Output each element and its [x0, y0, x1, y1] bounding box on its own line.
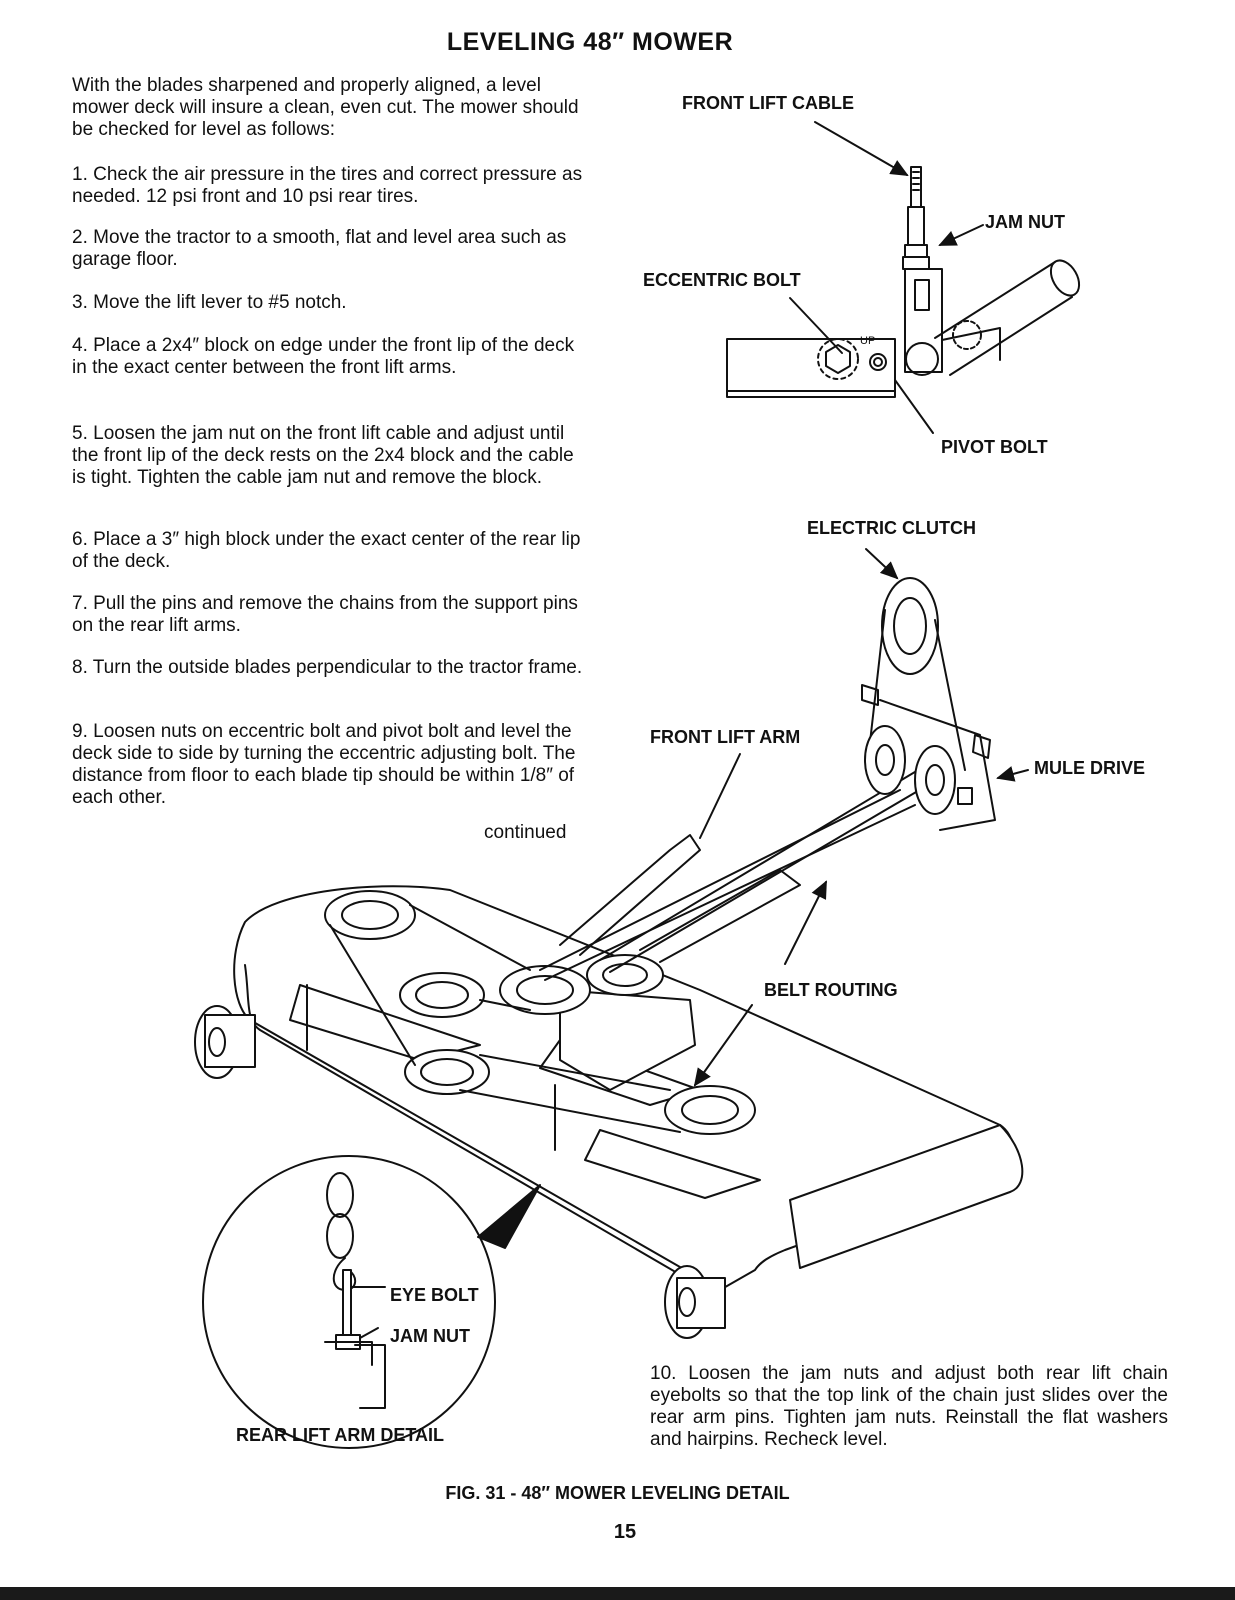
scan-edge-bar — [0, 1587, 1235, 1600]
label-front-lift-arm: FRONT LIFT ARM — [650, 727, 801, 747]
step-6: 6. Place a 3″ high block under the exact… — [72, 529, 581, 572]
continued-note: continued — [484, 822, 567, 843]
step-10: 10. Loosen the jam nuts and adjust both … — [650, 1363, 1168, 1450]
label-mule-drive: MULE DRIVE — [1034, 758, 1146, 778]
label-eye-bolt: EYE BOLT — [390, 1285, 479, 1305]
step-7: 7. Pull the pins and remove the chains f… — [72, 593, 578, 636]
label-jam-nut-top: JAM NUT — [985, 212, 1065, 232]
label-jam-nut-detail: JAM NUT — [390, 1326, 470, 1346]
intro-paragraph: With the blades sharpened and properly a… — [72, 75, 579, 140]
label-front-lift-cable: FRONT LIFT CABLE — [682, 93, 854, 113]
label-electric-clutch: ELECTRIC CLUTCH — [807, 518, 976, 538]
step-5: 5. Loosen the jam nut on the front lift … — [72, 423, 574, 488]
label-belt-routing: BELT ROUTING — [764, 980, 898, 1000]
label-pivot-bolt: PIVOT BOLT — [941, 437, 1048, 457]
step-9: 9. Loosen nuts on eccentric bolt and piv… — [72, 721, 576, 808]
step-1: 1. Check the air pressure in the tires a… — [72, 164, 583, 207]
step-2: 2. Move the tractor to a smooth, flat an… — [72, 227, 567, 270]
label-rear-lift-arm-detail: REAR LIFT ARM DETAIL — [236, 1425, 444, 1445]
eccentric-bracket-detail — [726, 166, 1081, 398]
rear-lift-arm-detail — [202, 1155, 541, 1449]
step-4: 4. Place a 2x4″ block on edge under the … — [72, 335, 575, 378]
step-3: 3. Move the lift lever to #5 notch. — [72, 292, 347, 313]
mower-deck — [194, 759, 1024, 1339]
mule-drive-assembly — [861, 577, 996, 831]
figure-caption: FIG. 31 - 48″ MOWER LEVELING DETAIL — [445, 1483, 790, 1503]
page-title: LEVELING 48″ MOWER — [446, 28, 734, 56]
label-up-mark: UP — [860, 335, 876, 347]
page-number: 15 — [613, 1521, 637, 1543]
step-8: 8. Turn the outside blades perpendicular… — [72, 657, 583, 678]
label-eccentric-bolt: ECCENTRIC BOLT — [643, 270, 801, 290]
